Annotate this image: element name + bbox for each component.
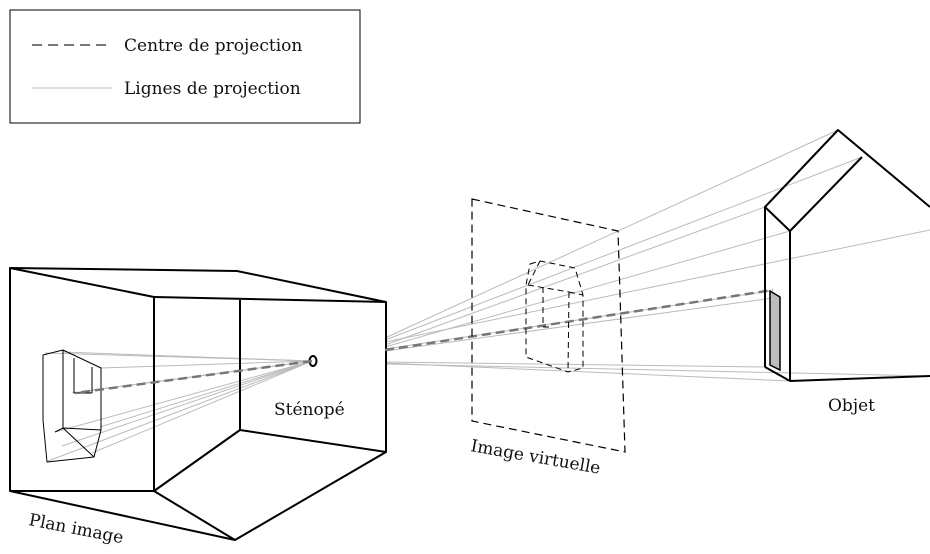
inverted-house-image bbox=[42, 349, 102, 463]
projection-lines-object bbox=[384, 129, 930, 382]
virtual-image-plane bbox=[471, 198, 626, 453]
legend-label-center: Centre de projection bbox=[124, 36, 302, 56]
legend-box bbox=[9, 9, 361, 124]
label-image-plane: Plan image bbox=[27, 510, 125, 548]
camera-box bbox=[9, 267, 387, 541]
house-object bbox=[764, 129, 930, 382]
legend-label-lines: Lignes de projection bbox=[124, 79, 301, 99]
label-virtual-image: Image virtuelle bbox=[469, 436, 602, 478]
virtual-house bbox=[525, 260, 584, 373]
legend: Centre de projection Lignes de projectio… bbox=[9, 9, 361, 124]
label-pinhole: Sténopé bbox=[274, 400, 345, 420]
projection-lines-image bbox=[44, 351, 313, 462]
center-projection-line bbox=[74, 288, 774, 395]
label-object: Objet bbox=[828, 396, 875, 416]
house-door bbox=[769, 289, 781, 372]
